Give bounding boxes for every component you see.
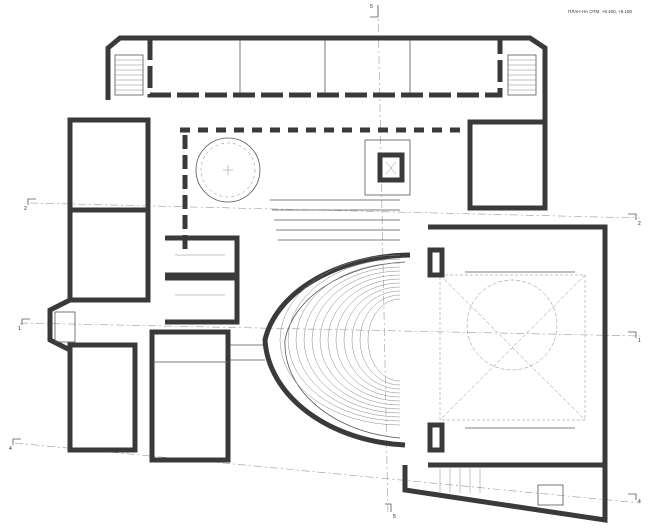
- axis-marker-right-4: [628, 493, 637, 500]
- stage: [427, 224, 608, 468]
- seating-row: [359, 294, 401, 386]
- east-room: [467, 119, 548, 211]
- axis-marker-left-2: [27, 198, 36, 205]
- rotunda: [195, 137, 261, 203]
- seating-row: [279, 254, 401, 426]
- seating-row: [367, 298, 401, 382]
- axis-label-bottom-5: 5: [393, 514, 396, 520]
- axis-line-1: [19, 322, 641, 337]
- seating-rows: [279, 254, 401, 426]
- seating-row: [287, 258, 401, 422]
- auditorium: [262, 199, 411, 448]
- axis-line-5: [377, 7, 389, 516]
- axis-label-right-4: 4: [638, 499, 641, 505]
- seating-row: [343, 286, 401, 394]
- west-wing: [47, 117, 151, 453]
- axis-label-left-2: 2: [24, 206, 27, 212]
- stair-north-west: [114, 54, 144, 96]
- axis-line-2: [29, 202, 641, 219]
- seating-row: [327, 278, 401, 402]
- axis-label-left-4: 4: [9, 446, 12, 452]
- stair-core: [364, 139, 411, 196]
- axis-marker-right-1: [628, 331, 637, 338]
- seating-row: [295, 262, 401, 418]
- axis-label-right-1: 1: [638, 338, 641, 344]
- axis-marker-left-4: [12, 438, 21, 445]
- drawing-title: ПЛАН НА ОТМ. +8.400, +9.150: [568, 9, 632, 14]
- seating-row: [351, 290, 401, 390]
- axis-line-4: [14, 442, 641, 504]
- central-rooms: [149, 235, 265, 463]
- axis-label-right-2: 2: [638, 221, 641, 227]
- axis-marker-bottom-5: [385, 503, 392, 512]
- axis-marker-right-2: [628, 213, 637, 220]
- axis-marker-top-5: [370, 5, 379, 18]
- stair-north-east: [507, 54, 537, 96]
- seating-row: [335, 282, 401, 398]
- north-wing: [105, 35, 548, 120]
- seating-row: [319, 274, 401, 406]
- south-block: [402, 465, 608, 523]
- axis-label-left-1: 1: [18, 326, 21, 332]
- axis-label-top-5: 5: [370, 4, 373, 10]
- axis-marker-left-1: [21, 318, 30, 325]
